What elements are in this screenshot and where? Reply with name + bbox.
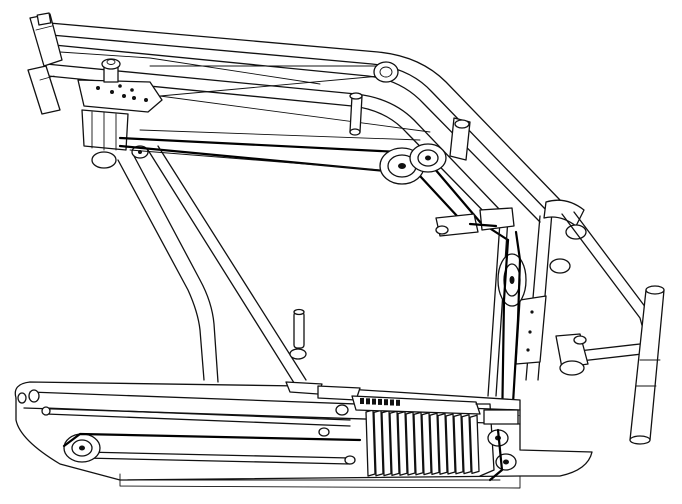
selector-slot [378, 398, 382, 405]
pivot-hub-assembly [77, 58, 163, 169]
weight-plate [461, 414, 472, 475]
selector-pin [335, 404, 349, 416]
weight-stack [335, 395, 495, 477]
selector-slot [384, 399, 388, 406]
selector-slot [396, 399, 400, 406]
lower-pulley-cluster [483, 409, 519, 482]
cable-clamp [435, 207, 515, 237]
selector-slot [366, 398, 370, 405]
weight-plate [453, 413, 464, 475]
right-upright [487, 199, 587, 397]
diagonal-strut [117, 145, 307, 387]
selector-slot [390, 399, 394, 406]
weight-plate [405, 411, 416, 476]
selector-slot [360, 398, 364, 404]
weight-plate [421, 412, 432, 476]
weight-plate [397, 410, 408, 476]
upper-boom-frame [27, 12, 561, 223]
vertical-pulley [497, 230, 527, 432]
weight-plate [413, 411, 424, 476]
front-handle-arm [555, 211, 665, 445]
double-pulley [379, 143, 447, 185]
handle-post [289, 308, 307, 360]
weight-plate [437, 412, 448, 475]
selector-slot [372, 398, 376, 405]
weight-plate [469, 414, 480, 475]
weight-plate [429, 412, 440, 476]
weight-plate [445, 413, 456, 475]
